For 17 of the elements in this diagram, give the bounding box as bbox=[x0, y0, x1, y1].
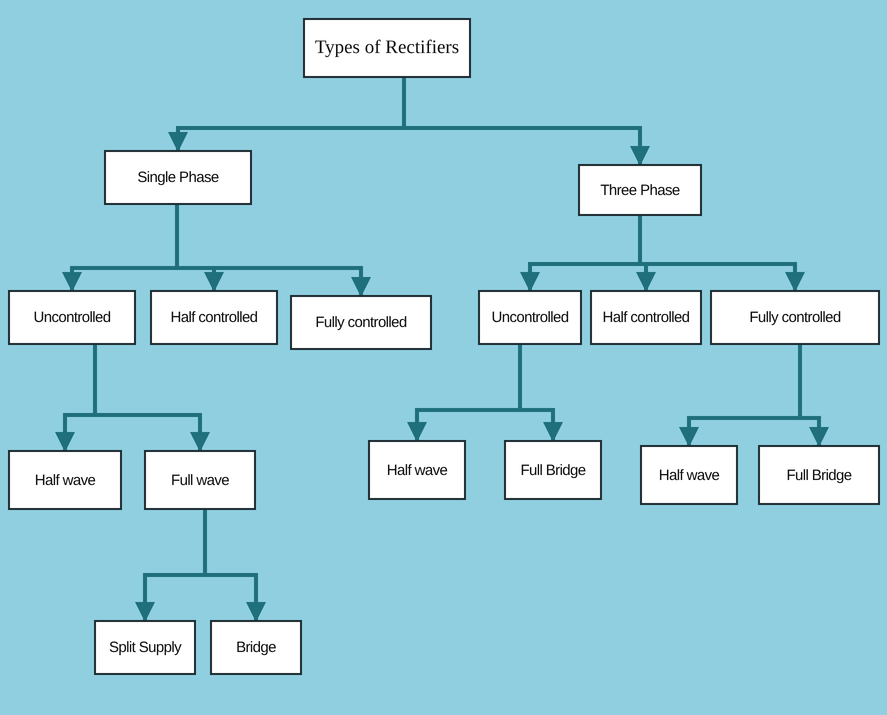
category-box: Single Phase bbox=[104, 150, 252, 205]
category-box: Fully controlled bbox=[290, 295, 432, 350]
category-box: Half wave bbox=[640, 445, 738, 505]
category-box: Three Phase bbox=[578, 164, 702, 216]
title-box: Types of Rectifiers bbox=[303, 18, 471, 78]
category-box: Bridge bbox=[210, 620, 302, 675]
category-box: Half wave bbox=[8, 450, 122, 510]
category-box: Split Supply bbox=[94, 620, 196, 675]
category-box: Full Bridge bbox=[504, 440, 602, 500]
category-box: Uncontrolled bbox=[8, 290, 136, 345]
category-box: Half wave bbox=[368, 440, 466, 500]
category-box: Uncontrolled bbox=[478, 290, 582, 345]
category-box: Full wave bbox=[144, 450, 256, 510]
category-box: Full Bridge bbox=[758, 445, 880, 505]
category-box: Fully controlled bbox=[710, 290, 880, 345]
category-box: Half controlled bbox=[150, 290, 278, 345]
category-box: Half controlled bbox=[590, 290, 702, 345]
